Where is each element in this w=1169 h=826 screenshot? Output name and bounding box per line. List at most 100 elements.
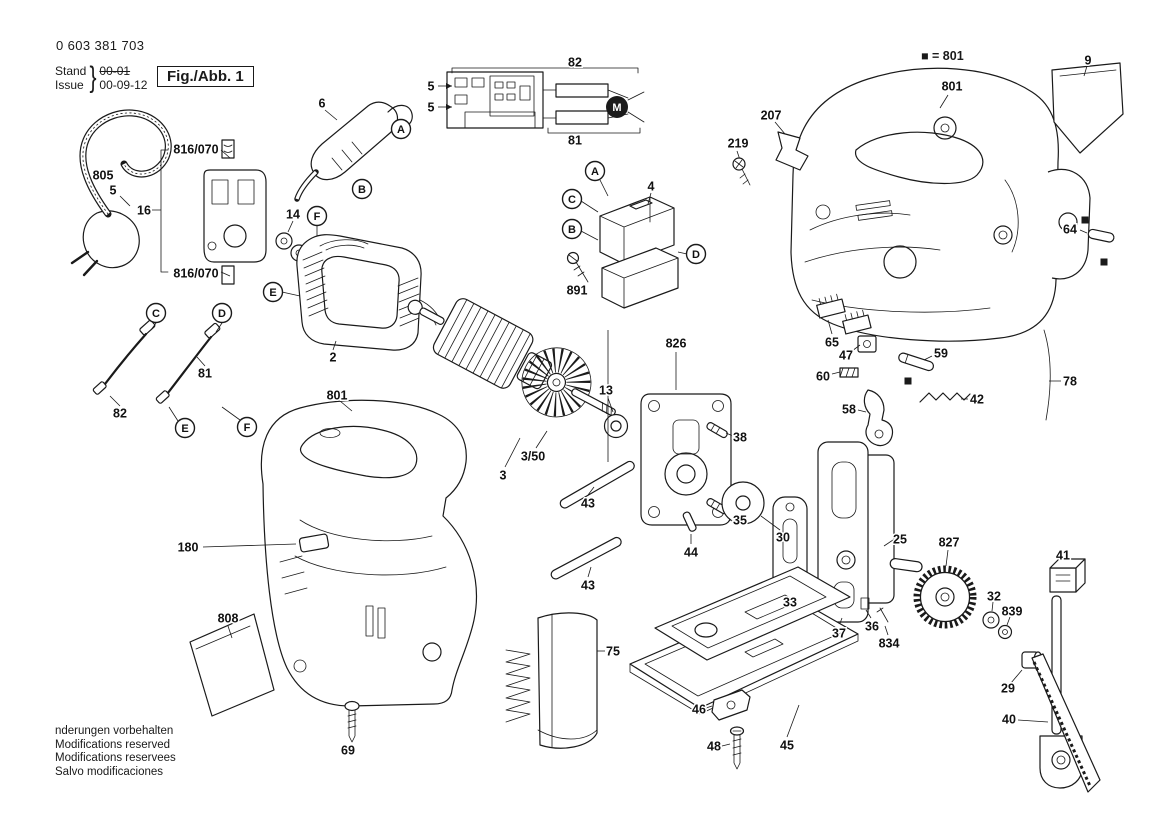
callout-41: 41 bbox=[1056, 549, 1070, 563]
callout-5: 5 bbox=[110, 184, 117, 198]
footer-line-en: Modifications reserved bbox=[55, 738, 171, 751]
svg-text:D: D bbox=[218, 308, 226, 320]
callout-827: 827 bbox=[939, 536, 960, 550]
lead-wires-part bbox=[92, 319, 241, 422]
callout-4: 4 bbox=[648, 180, 655, 194]
screw-48 bbox=[729, 726, 745, 770]
svg-text:E: E bbox=[181, 423, 188, 435]
callout-40: 40 bbox=[1002, 713, 1016, 727]
insulation-sheet-808 bbox=[189, 613, 275, 717]
footer-line-de: nderungen vorbehalten bbox=[55, 725, 174, 737]
lever-58-pin-59-clip-42 bbox=[857, 352, 971, 447]
pin-64-wire-78 bbox=[1043, 228, 1115, 421]
bracket-46 bbox=[711, 689, 751, 721]
issue-label: Issue bbox=[55, 78, 84, 92]
issue-value: 00-09-12 bbox=[99, 78, 148, 92]
callout-816-070: 816/070 bbox=[173, 143, 218, 157]
stand-value: 00-01 bbox=[99, 64, 131, 78]
callout-816-070: 816/070 bbox=[173, 267, 218, 281]
callout-30: 30 bbox=[776, 531, 790, 545]
housing-nose-part bbox=[1047, 168, 1091, 280]
circled-letter-A: A bbox=[584, 160, 606, 182]
figure-label: Fig./Abb. 1 bbox=[157, 66, 254, 87]
callout-3-50: 3/50 bbox=[521, 450, 545, 464]
callout-65: 65 bbox=[825, 336, 839, 350]
circled-letter-F: F bbox=[306, 205, 328, 227]
brush-bridge-part bbox=[152, 139, 267, 285]
callout-219: 219 bbox=[728, 137, 749, 151]
callout-46: 46 bbox=[692, 703, 706, 717]
svg-text:D: D bbox=[692, 249, 700, 261]
circled-letter-F: F bbox=[236, 416, 258, 438]
motor-symbol-layer: M bbox=[606, 96, 628, 118]
screw-891 bbox=[566, 251, 589, 283]
callout-826: 826 bbox=[666, 337, 687, 351]
svg-text:A: A bbox=[397, 124, 405, 136]
revision-block: Stand Issue } 00-01 00-09-12 bbox=[55, 61, 148, 94]
part-number: 0 603 381 703 bbox=[56, 38, 145, 53]
revision-brace: } bbox=[89, 61, 97, 94]
circled-letter-E: E bbox=[262, 281, 284, 303]
callout-29: 29 bbox=[1001, 682, 1015, 696]
callout-16: 16 bbox=[137, 204, 151, 218]
callout-6: 6 bbox=[319, 97, 326, 111]
svg-text:F: F bbox=[314, 211, 321, 223]
svg-text:M: M bbox=[612, 102, 621, 114]
circled-letter-D: D bbox=[211, 302, 233, 324]
callout-801: 801 bbox=[327, 389, 348, 403]
cover-plate-9 bbox=[1051, 62, 1124, 154]
screw-69 bbox=[344, 700, 360, 743]
screw-marker bbox=[904, 377, 912, 385]
brush-set-65-47-60 bbox=[816, 293, 877, 378]
callout-25: 25 bbox=[893, 533, 907, 547]
gear-plate-826 bbox=[640, 352, 732, 526]
circled-letter-B: B bbox=[351, 178, 373, 200]
base-plate-part bbox=[629, 566, 859, 770]
callout-2: 2 bbox=[330, 351, 337, 365]
callout-81: 81 bbox=[568, 134, 582, 148]
svg-text:B: B bbox=[568, 224, 576, 236]
housing-right-part bbox=[732, 62, 1124, 342]
callout-207: 207 bbox=[761, 109, 782, 123]
svg-text:E: E bbox=[269, 287, 276, 299]
stand-label: Stand bbox=[55, 64, 87, 78]
screw-marker bbox=[1100, 258, 1108, 266]
callout-label-layer: 82558168055816/07016816/0701428182801180… bbox=[91, 52, 1093, 759]
callout-38: 38 bbox=[733, 431, 747, 445]
switch-part bbox=[566, 179, 688, 309]
plunger-plates-37-25 bbox=[817, 441, 923, 636]
circled-letter-C: C bbox=[145, 302, 167, 324]
circled-letter-D: D bbox=[685, 243, 707, 265]
callout-9: 9 bbox=[1085, 54, 1092, 68]
callout-47: 47 bbox=[839, 349, 853, 363]
roller-29-guide-40-41 bbox=[1010, 558, 1101, 793]
footer-line-es: Salvo modificaciones bbox=[55, 765, 164, 778]
screw-legend: ■ = 801 bbox=[921, 49, 964, 63]
callout-36: 36 bbox=[865, 620, 879, 634]
callout-3: 3 bbox=[500, 469, 507, 483]
circled-letter-C: C bbox=[561, 188, 583, 210]
svg-text:B: B bbox=[358, 184, 366, 196]
callout-801: 801 bbox=[942, 80, 963, 94]
callout-180: 180 bbox=[178, 541, 199, 555]
callout-891: 891 bbox=[567, 284, 588, 298]
motor-symbol: M bbox=[606, 96, 628, 118]
callout-78: 78 bbox=[1063, 375, 1077, 389]
callout-43: 43 bbox=[581, 497, 595, 511]
callout-5: 5 bbox=[428, 80, 435, 94]
callout-32: 32 bbox=[987, 590, 1001, 604]
armature-part bbox=[407, 298, 629, 468]
spring-cover-part bbox=[505, 612, 605, 749]
callout-60: 60 bbox=[816, 370, 830, 384]
callout-35: 35 bbox=[733, 514, 747, 528]
callout-58: 58 bbox=[842, 403, 856, 417]
callout-13: 13 bbox=[599, 384, 613, 398]
callout-64: 64 bbox=[1063, 223, 1077, 237]
stator-part bbox=[281, 226, 442, 351]
housing-left-part bbox=[189, 399, 478, 743]
callout-37: 37 bbox=[832, 627, 846, 641]
callout-82: 82 bbox=[568, 56, 582, 70]
